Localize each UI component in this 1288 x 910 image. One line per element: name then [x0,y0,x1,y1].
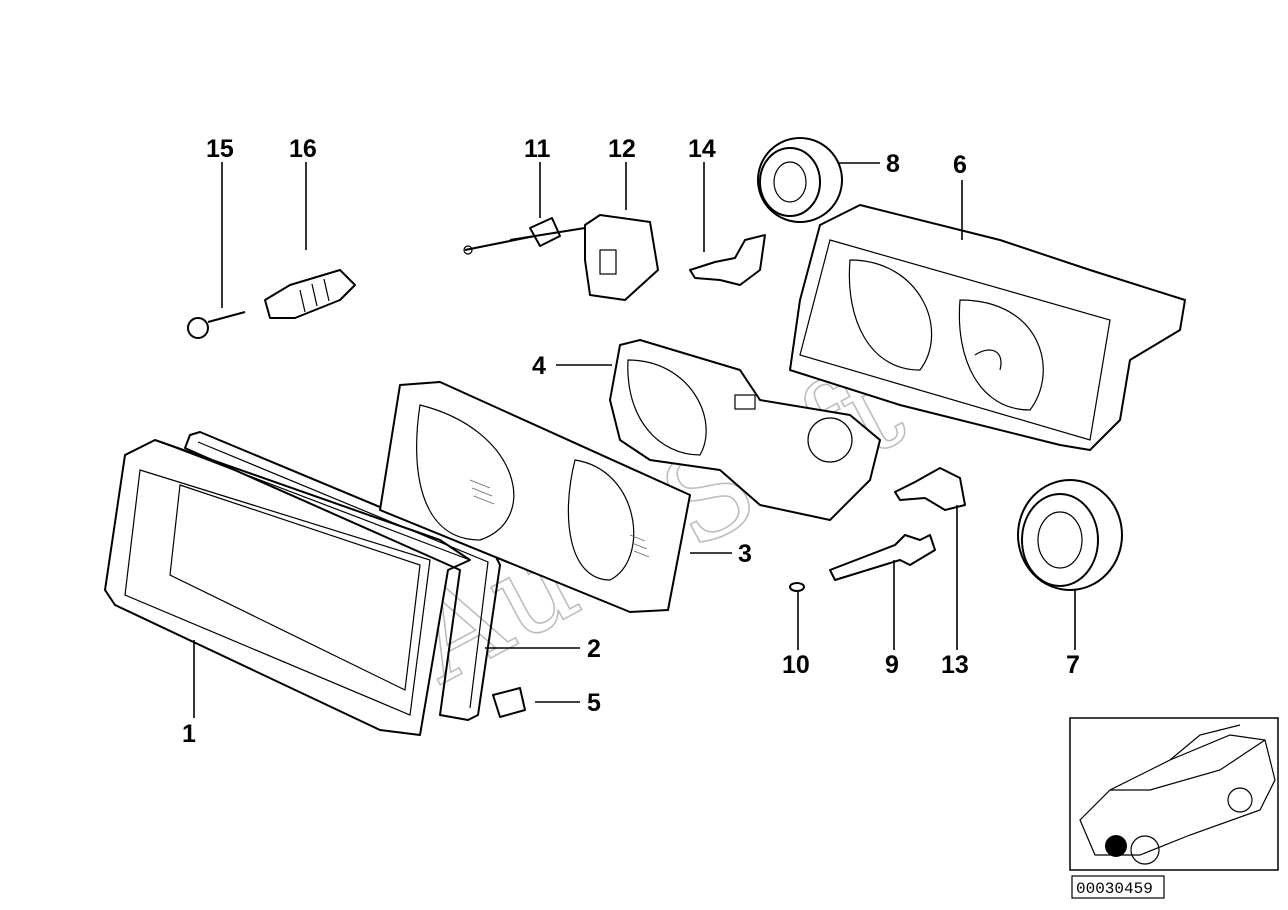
part-6-headlight-housing[interactable] [789,204,1186,451]
callout-8: 8 [886,150,900,178]
callout-16: 16 [289,135,317,163]
callout-9: 9 [885,651,899,679]
part-13-bulb[interactable] [894,467,966,511]
part-1-headlight-lens[interactable] [104,439,471,736]
callout-6: 6 [953,151,967,179]
part-5-clip[interactable] [492,687,526,718]
callout-5: 5 [587,689,601,717]
part-11-adjusting-screw[interactable] [463,217,561,255]
callout-15: 15 [206,135,234,163]
part-3-reflector-frame[interactable] [379,381,691,613]
callout-3: 3 [738,540,752,568]
part-15-screw[interactable] [187,311,246,339]
part-16-adjusting-element[interactable] [264,269,356,319]
callout-2: 2 [587,635,601,663]
callout-12: 12 [608,135,636,163]
vehicle-thumbnail [1069,717,1279,871]
part-7-sealing-cap[interactable] [1017,479,1123,591]
callout-14: 14 [688,135,716,163]
callout-7: 7 [1066,651,1080,679]
callout-4: 4 [532,352,546,380]
part-14-bulb[interactable] [689,234,766,286]
leader-lines [193,162,1076,718]
part-10-bulb[interactable] [789,582,805,592]
part-12-adjustment-motor[interactable] [509,214,659,301]
callout-13: 13 [941,651,969,679]
callout-labels: 1 2 3 4 5 6 7 8 9 10 11 12 13 14 15 16 [182,135,1080,748]
location-marker [1105,835,1127,857]
diagram-number: 00030459 [1076,880,1153,898]
part-4-reflector-housing[interactable] [609,339,881,521]
part-9-bulb-socket[interactable] [829,534,936,581]
callout-1: 1 [182,720,196,748]
part-8-sealing-cap[interactable] [757,137,843,223]
callout-11: 11 [524,135,551,163]
diagram-number-box: 00030459 [1071,875,1165,899]
callout-10: 10 [782,651,810,679]
part-2-gasket[interactable] [184,431,501,721]
